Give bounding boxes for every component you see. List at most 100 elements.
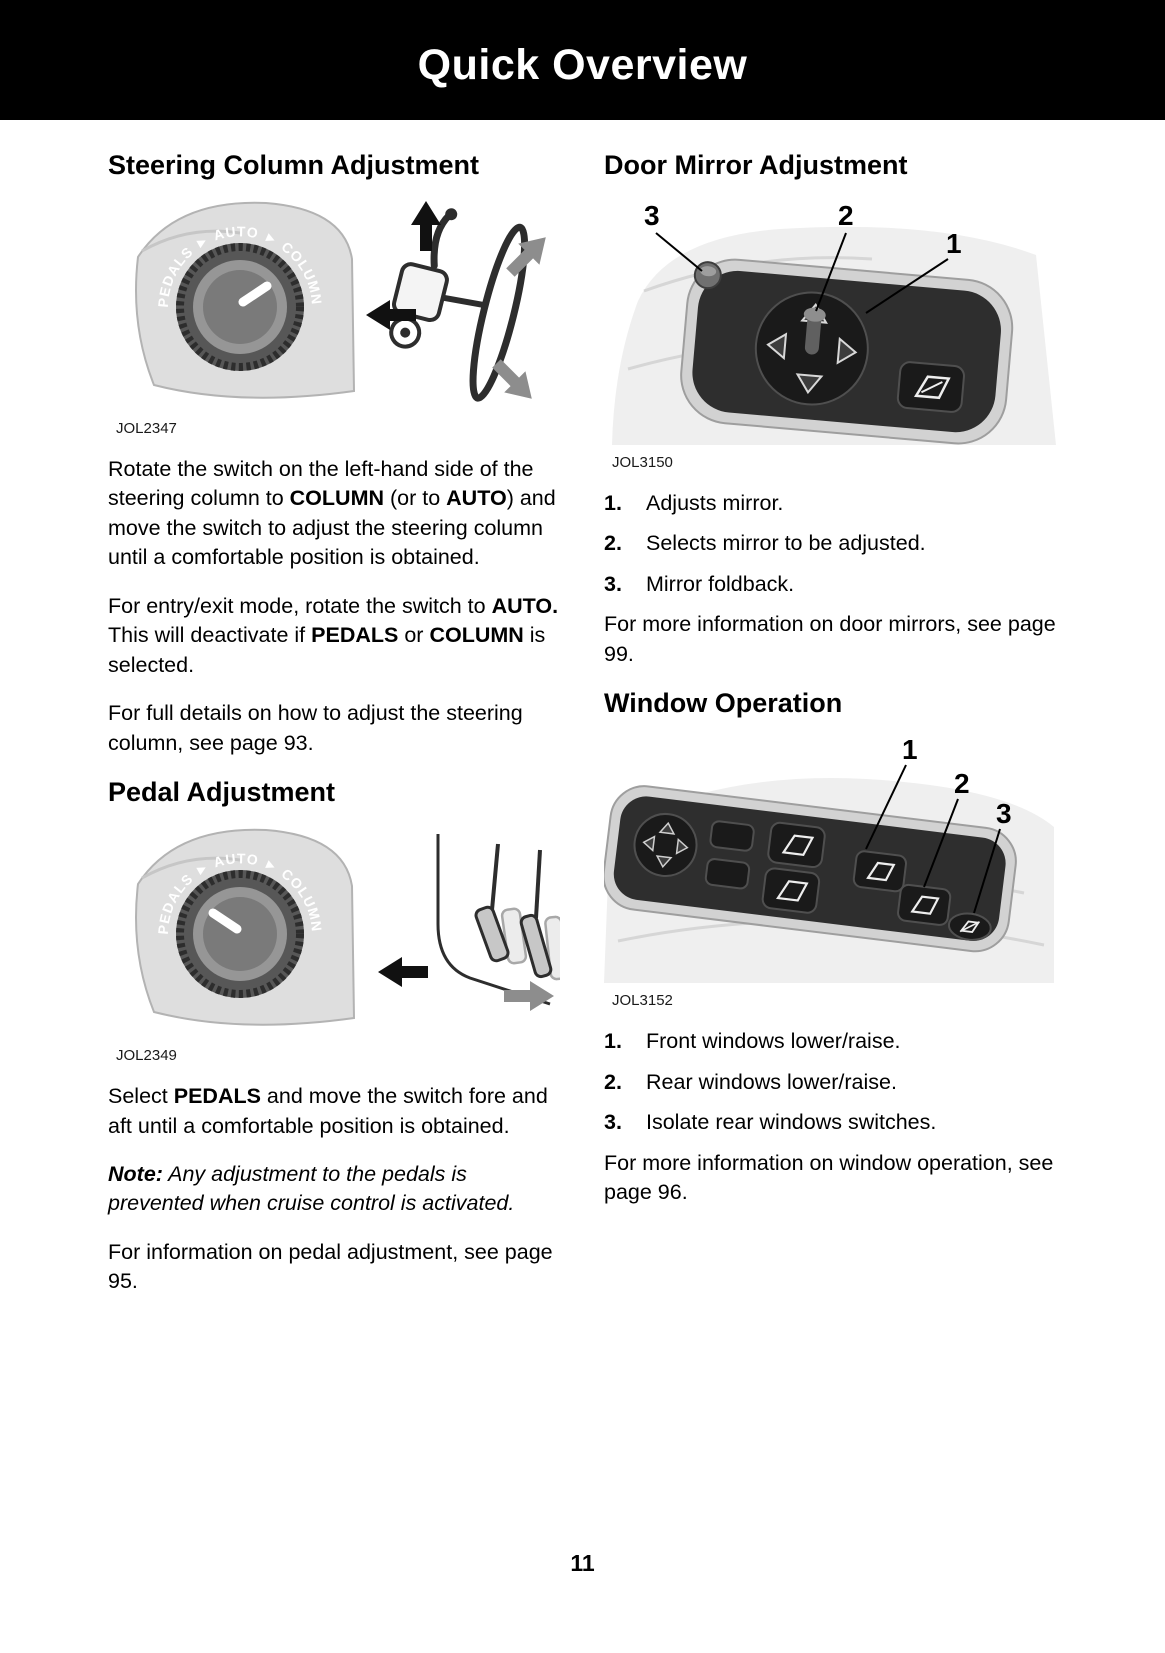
- figure-caption: JOL3152: [612, 992, 673, 1010]
- list-item-number: 2.: [604, 1069, 622, 1094]
- figure-door-mirror: 3 2 1 JOL3150: [604, 193, 1056, 471]
- arrow-up-icon: [411, 201, 441, 251]
- mirror-fold-switch: [704, 858, 751, 890]
- list-item-text: Adjusts mirror.: [646, 491, 784, 515]
- arrow-left-icon: [378, 957, 428, 988]
- figure-caption: JOL2347: [116, 420, 177, 437]
- isolate-rear-windows-button: [947, 912, 992, 942]
- window-glyph-icon: [775, 880, 809, 902]
- heading-door-mirror-adjustment: Door Mirror Adjustment: [604, 150, 908, 180]
- text-segment-bold: AUTO.: [491, 593, 559, 618]
- page-header: Quick Overview: [0, 0, 1165, 120]
- heading-steering-column-adjustment: Steering Column Adjustment: [108, 150, 480, 180]
- right-column: Door Mirror Adjustment: [602, 150, 1056, 1316]
- arrow-right-icon: [504, 981, 554, 1012]
- window-glyph-icon: [910, 895, 940, 916]
- rear-left-window-switch: [852, 850, 908, 893]
- mirror-control-panel: [680, 258, 1014, 445]
- window-glyph-icon: [866, 862, 896, 882]
- front-right-window-switch: [761, 867, 821, 914]
- text-segment: Select: [108, 1084, 174, 1109]
- text-segment: and move the switch fore and aft until a…: [108, 1084, 548, 1138]
- steering-paragraph-1: Rotate the switch on the left-hand side …: [108, 455, 560, 573]
- figure-pedal-adjustment: PEDALS ► AUTO ► COLUMN: [108, 820, 568, 1065]
- figure-caption: JOL3150: [612, 454, 673, 471]
- text-segment: (or to: [384, 486, 447, 511]
- mirror-callouts: 3 2 1: [644, 200, 962, 314]
- steering-paragraph-3: For full details on how to adjust the st…: [108, 701, 523, 755]
- page-number: 11: [570, 1550, 595, 1576]
- rear-right-window-switch: [897, 884, 952, 927]
- text-segment: ) and move the switch to adjust the stee…: [108, 486, 556, 570]
- figure-steering-column: PEDALS ► AUTO ► COLUMN: [108, 193, 560, 437]
- window-switch-graphic: [896, 361, 965, 413]
- text-segment: This will deactivate if: [108, 623, 312, 648]
- list-item-number: 1.: [604, 1029, 622, 1054]
- page-title: Quick Overview: [417, 40, 748, 89]
- mirror-more-info: For more information on door mirrors, se…: [604, 612, 1056, 666]
- text-segment-bold: COLUMN: [289, 486, 385, 511]
- text-segment: For entry/exit mode, rotate the switch t…: [108, 593, 492, 618]
- text-segment: is selected.: [108, 623, 546, 677]
- window-glyph-icon: [781, 834, 815, 857]
- front-left-window-switch: [767, 822, 826, 869]
- callout-2: 2: [838, 200, 854, 231]
- arrow-up-right-icon: [506, 237, 546, 277]
- accelerator-pedal: [519, 913, 553, 979]
- callout-1: 1: [946, 228, 962, 259]
- pedals-graphic: [378, 834, 568, 1012]
- mirror-down-arrow-button: [795, 373, 824, 395]
- page-footer: 11: [0, 1550, 1165, 1577]
- column-adjust-dial-graphic: PEDALS ► AUTO ► COLUMN: [135, 201, 356, 399]
- callout-2: 2: [954, 768, 970, 799]
- list-item: 2. Selects mirror to be adjusted.: [604, 529, 1056, 558]
- pedal-adjustment-illustration: PEDALS ► AUTO ► COLUMN: [135, 828, 568, 1026]
- window-more-info: For more information on window operation…: [604, 1150, 1054, 1205]
- mirror-left-arrow-button: [766, 332, 788, 361]
- mirror-select-switch: [709, 820, 755, 852]
- mirror-list: 1. Adjusts mirror. 2. Selects mirror to …: [604, 489, 1056, 599]
- mirror-adjust-pad: [633, 813, 698, 878]
- pedal-note: Note: Any adjustment to the pedals is pr…: [108, 1160, 560, 1219]
- list-item-text: Isolate rear windows switches.: [646, 1110, 937, 1135]
- page-content: Steering Column Adjustment PEDALS ► AUTO: [108, 150, 1056, 1316]
- list-item: 1. Adjusts mirror.: [604, 489, 1056, 518]
- pedal-paragraph-2: For information on pedal adjustment, see…: [108, 1239, 553, 1294]
- note-text: Any adjustment to the pedals is prevente…: [108, 1161, 515, 1216]
- dial-pointer: [208, 908, 242, 934]
- list-item: 3. Mirror foldback.: [604, 570, 1056, 599]
- note-label: Note:: [108, 1161, 163, 1186]
- text-segment-bold: AUTO: [446, 486, 507, 511]
- text-segment: Rotate the switch on the left-hand side …: [108, 457, 534, 511]
- steering-wheel-graphic: [366, 201, 546, 402]
- steering-paragraph-2: For entry/exit mode, rotate the switch t…: [108, 592, 560, 680]
- window-operation-illustration: 1 2 3: [602, 734, 1054, 984]
- callout-3: 3: [996, 798, 1012, 829]
- list-item: 3. Isolate rear windows switches.: [604, 1108, 1056, 1137]
- arrow-left-icon: [366, 300, 416, 330]
- callout-1: 1: [902, 734, 918, 765]
- mirror-right-arrow-button: [836, 336, 858, 365]
- list-item-number: 2.: [604, 531, 622, 556]
- list-item-number: 1.: [604, 491, 622, 515]
- list-item: 2. Rear windows lower/raise.: [604, 1068, 1056, 1097]
- figure-caption: JOL2349: [116, 1047, 177, 1065]
- arrow-down-right-icon: [492, 359, 532, 399]
- text-segment-bold: PEDALS: [311, 623, 399, 648]
- callout-3: 3: [644, 200, 660, 231]
- heading-window-operation: Window Operation: [604, 688, 843, 719]
- mirror-select-joystick: [804, 314, 822, 355]
- list-item-text: Mirror foldback.: [646, 571, 795, 596]
- window-list: 1. Front windows lower/raise. 2. Rear wi…: [604, 1027, 1056, 1137]
- heading-pedal-adjustment: Pedal Adjustment: [108, 777, 336, 808]
- window-callouts: 1 2 3: [865, 734, 1012, 914]
- text-segment-bold: COLUMN: [429, 623, 524, 648]
- figure-window-operation: 1 2 3 JOL3152: [602, 731, 1056, 1010]
- steering-column-illustration: PEDALS ► AUTO ► COLUMN: [135, 201, 546, 402]
- list-item-text: Rear windows lower/raise.: [646, 1069, 897, 1094]
- brake-pedal: [474, 905, 510, 963]
- pedal-paragraph-1: Select PEDALS and move the switch fore a…: [108, 1082, 560, 1141]
- window-switch-panel: [602, 785, 1017, 953]
- list-item: 1. Front windows lower/raise.: [604, 1027, 1056, 1056]
